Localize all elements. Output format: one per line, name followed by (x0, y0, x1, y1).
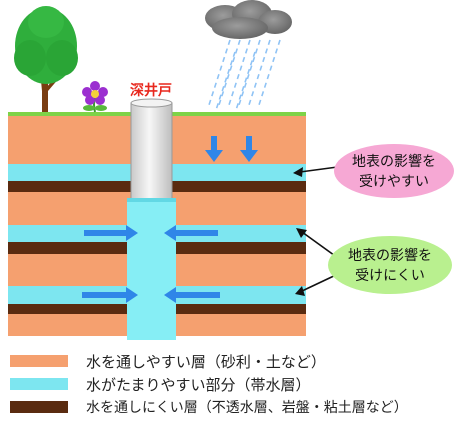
legend-label-impermeable: 水を通しにくい層（不透水層、岩盤・粘土層など） (86, 400, 408, 416)
deep-well: 深井戸 (127, 82, 176, 340)
left-arrow-icon (164, 225, 218, 241)
callout-pointers (293, 165, 346, 296)
legend-swatch-aquifer (10, 378, 68, 390)
left-arrow-icon (164, 287, 220, 303)
right-arrow-icon (84, 225, 138, 241)
aquifer-inflow-arrows (82, 225, 220, 303)
callout-bottom: 地表の影響を 受けにくい (328, 236, 452, 294)
well-casing (130, 102, 173, 202)
callout-top-line2: 受けやすい (359, 174, 429, 190)
legend-swatch-impermeable (10, 401, 68, 413)
legend-label-permeable: 水を通しやすい層（砂利・土など） (86, 353, 326, 371)
well-opening (130, 98, 173, 108)
callout-top-line1: 地表の影響を (352, 153, 436, 170)
legend-label-aquifer: 水がたまりやすい部分（帯水層） (86, 376, 311, 394)
callout-top: 地表の影響を 受けやすい (334, 144, 454, 198)
infiltration-arrows (205, 136, 258, 162)
right-arrow-icon (82, 287, 138, 303)
legend-item-aquifer: 水がたまりやすい部分（帯水層） (10, 373, 460, 395)
legend-swatch-permeable (10, 355, 68, 367)
well-label: 深井戸 (130, 82, 172, 99)
flower-icon (82, 81, 108, 113)
rain-cloud-icon (205, 0, 292, 111)
callout-bottom-line2: 受けにくい (355, 268, 425, 284)
legend-item-permeable: 水を通しやすい層（砂利・土など） (10, 350, 460, 372)
callout-bottom-line1: 地表の影響を (348, 247, 432, 264)
tree-icon (14, 6, 78, 112)
legend-item-impermeable: 水を通しにくい層（不透水層、岩盤・粘土層など） (10, 396, 460, 418)
down-arrow-icon (205, 136, 223, 162)
well-water-column (127, 198, 176, 340)
rain-streaks (207, 39, 281, 111)
down-arrow-icon (240, 136, 258, 162)
